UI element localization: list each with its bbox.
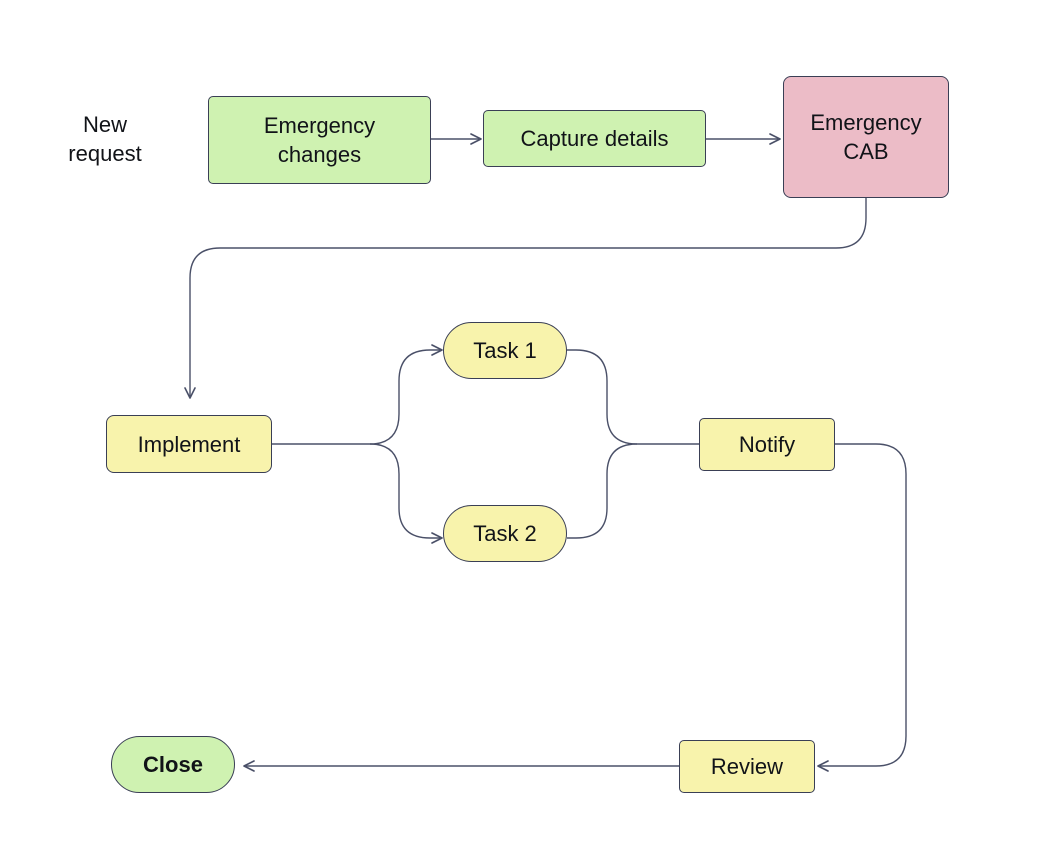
connector-task1-to-notify (567, 349, 699, 445)
connector-implement-to-task2 (369, 443, 443, 544)
start-label: New request (68, 112, 142, 166)
connector-cab-to-implement (184, 198, 867, 399)
connector-notify-to-review (817, 443, 907, 772)
node-task-2[interactable]: Task 2 (443, 505, 567, 562)
node-implement[interactable]: Implement (106, 415, 272, 473)
node-task-1[interactable]: Task 1 (443, 322, 567, 379)
node-notify[interactable]: Notify (699, 418, 835, 471)
connector-task2-to-notify (567, 443, 638, 539)
node-emergency-changes[interactable]: Emergency changes (208, 96, 431, 184)
node-emergency-cab[interactable]: Emergency CAB (783, 76, 949, 198)
node-review[interactable]: Review (679, 740, 815, 793)
node-capture-details[interactable]: Capture details (483, 110, 706, 167)
connector-implement-to-task1 (272, 344, 443, 445)
node-close[interactable]: Close (111, 736, 235, 793)
